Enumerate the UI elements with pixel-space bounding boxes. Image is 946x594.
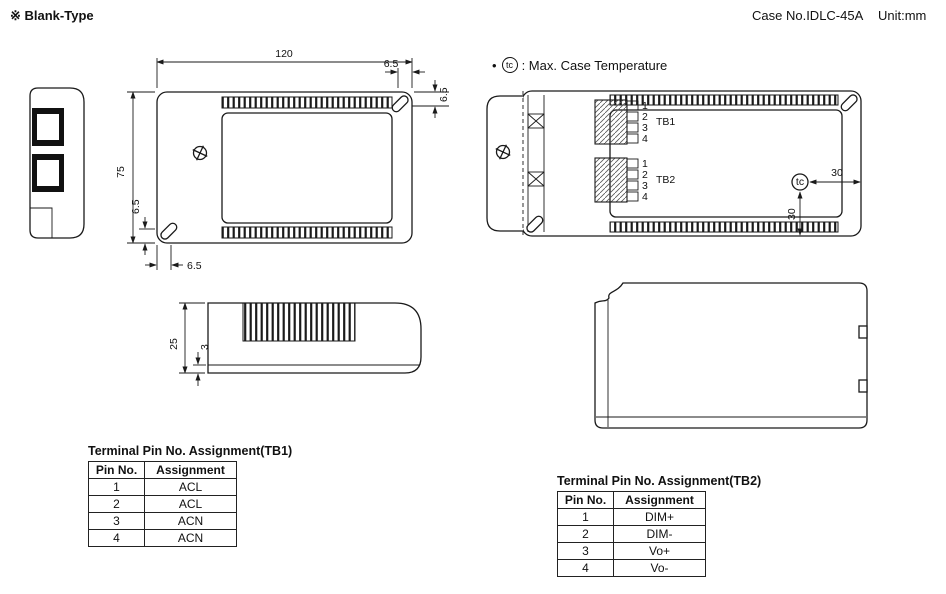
tb2-title: Terminal Pin No. Assignment(TB2) xyxy=(557,474,762,488)
connector-opening xyxy=(32,154,64,192)
pin-number: 3 xyxy=(642,180,648,192)
dim-width-label: 75 xyxy=(115,166,127,178)
side-view-right-drawing xyxy=(594,282,868,429)
vent-slots-top xyxy=(221,96,393,109)
assignment-cell: ACN xyxy=(144,529,237,547)
pin-cell: 1 xyxy=(88,478,145,496)
col-header-assignment: Assignment xyxy=(144,461,237,479)
assignment-cell: DIM- xyxy=(613,525,706,543)
assignment-cell: ACN xyxy=(144,512,237,530)
tb2-section: Terminal Pin No. Assignment(TB2) Pin No.… xyxy=(557,474,761,577)
table-header-row: Pin No. Assignment xyxy=(88,461,237,479)
case-outline xyxy=(521,90,862,237)
table-row: 3 Vo+ xyxy=(557,542,706,560)
table-row: 2 ACL xyxy=(88,495,237,513)
case-number: Case No.IDLC-45A xyxy=(752,8,864,23)
table-row: 1 ACL xyxy=(88,478,237,496)
tb2-label: TB2 xyxy=(656,174,675,186)
tc-note: • tc : Max. Case Temperature xyxy=(492,57,667,73)
mounting-tab xyxy=(858,379,868,393)
dim-height-label: 25 xyxy=(168,338,180,350)
dim-notch-top-label: 6.5 xyxy=(438,87,450,102)
inner-wall xyxy=(527,95,545,232)
pin-cell: 2 xyxy=(557,525,614,543)
pin-cell: 3 xyxy=(88,512,145,530)
dim-base-label: 3 xyxy=(199,344,211,350)
tc-symbol-label: tc xyxy=(796,176,804,188)
bullet-icon: • xyxy=(492,57,497,73)
dim-notch-left-label: 6.5 xyxy=(187,260,202,272)
table-row: 3 ACN xyxy=(88,512,237,530)
tc-marker: tc xyxy=(791,173,809,191)
mounting-slot-top-right xyxy=(391,95,409,113)
tb1-table: Pin No. Assignment 1 ACL 2 ACL 3 ACN xyxy=(88,461,237,547)
assignment-cell: ACL xyxy=(144,478,237,496)
tc-dimension-lines xyxy=(797,179,861,236)
assignment-cell: Vo+ xyxy=(613,542,706,560)
screw-icon xyxy=(192,145,208,161)
table-row: 1 DIM+ xyxy=(557,508,706,526)
assignment-cell: DIM+ xyxy=(613,508,706,526)
table-row: 4 Vo- xyxy=(557,559,706,577)
dim-length-label: 120 xyxy=(275,48,293,60)
vent-slots-bottom xyxy=(609,221,839,233)
col-header-pin: Pin No. xyxy=(88,461,145,479)
pin-cell: 4 xyxy=(557,559,614,577)
tb2-table: Pin No. Assignment 1 DIM+ 2 DIM- 3 Vo+ xyxy=(557,491,706,577)
mounting-slot-top-right xyxy=(840,94,858,112)
tb2-terminal-block: 1 2 3 4 TB2 xyxy=(594,157,675,203)
side-profile-outline xyxy=(594,282,868,429)
col-header-assignment: Assignment xyxy=(613,491,706,509)
top-view-drawing: 120 6.5 6.5 75 6.5 6.5 xyxy=(115,48,450,272)
pin-number: 4 xyxy=(642,191,648,203)
tc-symbol-icon: tc xyxy=(501,57,518,73)
pin-number: 1 xyxy=(642,100,648,112)
dim-notch-bottom-label: 6.5 xyxy=(130,199,142,214)
assignment-cell: Vo- xyxy=(613,559,706,577)
dimension-lines xyxy=(179,302,206,386)
pin-number: 2 xyxy=(642,111,648,123)
pin-number: 2 xyxy=(642,169,648,181)
end-view-drawing xyxy=(29,87,85,239)
tb1-label: TB1 xyxy=(656,116,675,128)
table-header-row: Pin No. Assignment xyxy=(557,491,706,509)
table-row: 2 DIM- xyxy=(557,525,706,543)
label-area xyxy=(221,112,393,224)
end-cap-screw-icon xyxy=(495,144,511,160)
assignment-cell: ACL xyxy=(144,495,237,513)
mounting-slot-bottom-left xyxy=(526,215,544,233)
dim-tc-bottom-label: 30 xyxy=(786,208,798,220)
pin-cell: 1 xyxy=(557,508,614,526)
pin-number: 4 xyxy=(642,133,648,145)
table-row: 4 ACN xyxy=(88,529,237,547)
type-label: ※ Blank-Type xyxy=(10,8,94,23)
end-cap-outline xyxy=(486,95,523,232)
vent-slots-bottom xyxy=(221,226,393,239)
vent-slots xyxy=(242,302,356,342)
pin-number: 1 xyxy=(642,158,648,170)
tb1-terminal-block: 1 2 3 4 TB1 xyxy=(594,99,675,145)
dim-tc-right-label: 30 xyxy=(831,167,843,179)
unit-label: Unit:mm xyxy=(878,8,927,23)
internal-top-view-drawing: 1 2 3 4 TB1 1 2 3 4 TB2 tc 30 30 xyxy=(486,90,862,237)
dim-notch-right-label: 6.5 xyxy=(384,58,399,70)
side-view-drawing: 25 3 xyxy=(168,302,422,386)
col-header-pin: Pin No. xyxy=(557,491,614,509)
pin-cell: 3 xyxy=(557,542,614,560)
connector-opening xyxy=(32,108,64,146)
dimension-lines xyxy=(127,58,449,270)
pin-cell: 4 xyxy=(88,529,145,547)
tc-note-text: : Max. Case Temperature xyxy=(521,57,668,73)
mounting-tab xyxy=(858,325,868,339)
pin-cell: 2 xyxy=(88,495,145,513)
tb1-section: Terminal Pin No. Assignment(TB1) Pin No.… xyxy=(88,444,292,547)
tb1-title: Terminal Pin No. Assignment(TB1) xyxy=(88,444,293,458)
pin-number: 3 xyxy=(642,122,648,134)
mounting-slot-bottom-left xyxy=(160,222,178,240)
end-view-step xyxy=(30,207,53,238)
case-outline xyxy=(156,91,413,244)
